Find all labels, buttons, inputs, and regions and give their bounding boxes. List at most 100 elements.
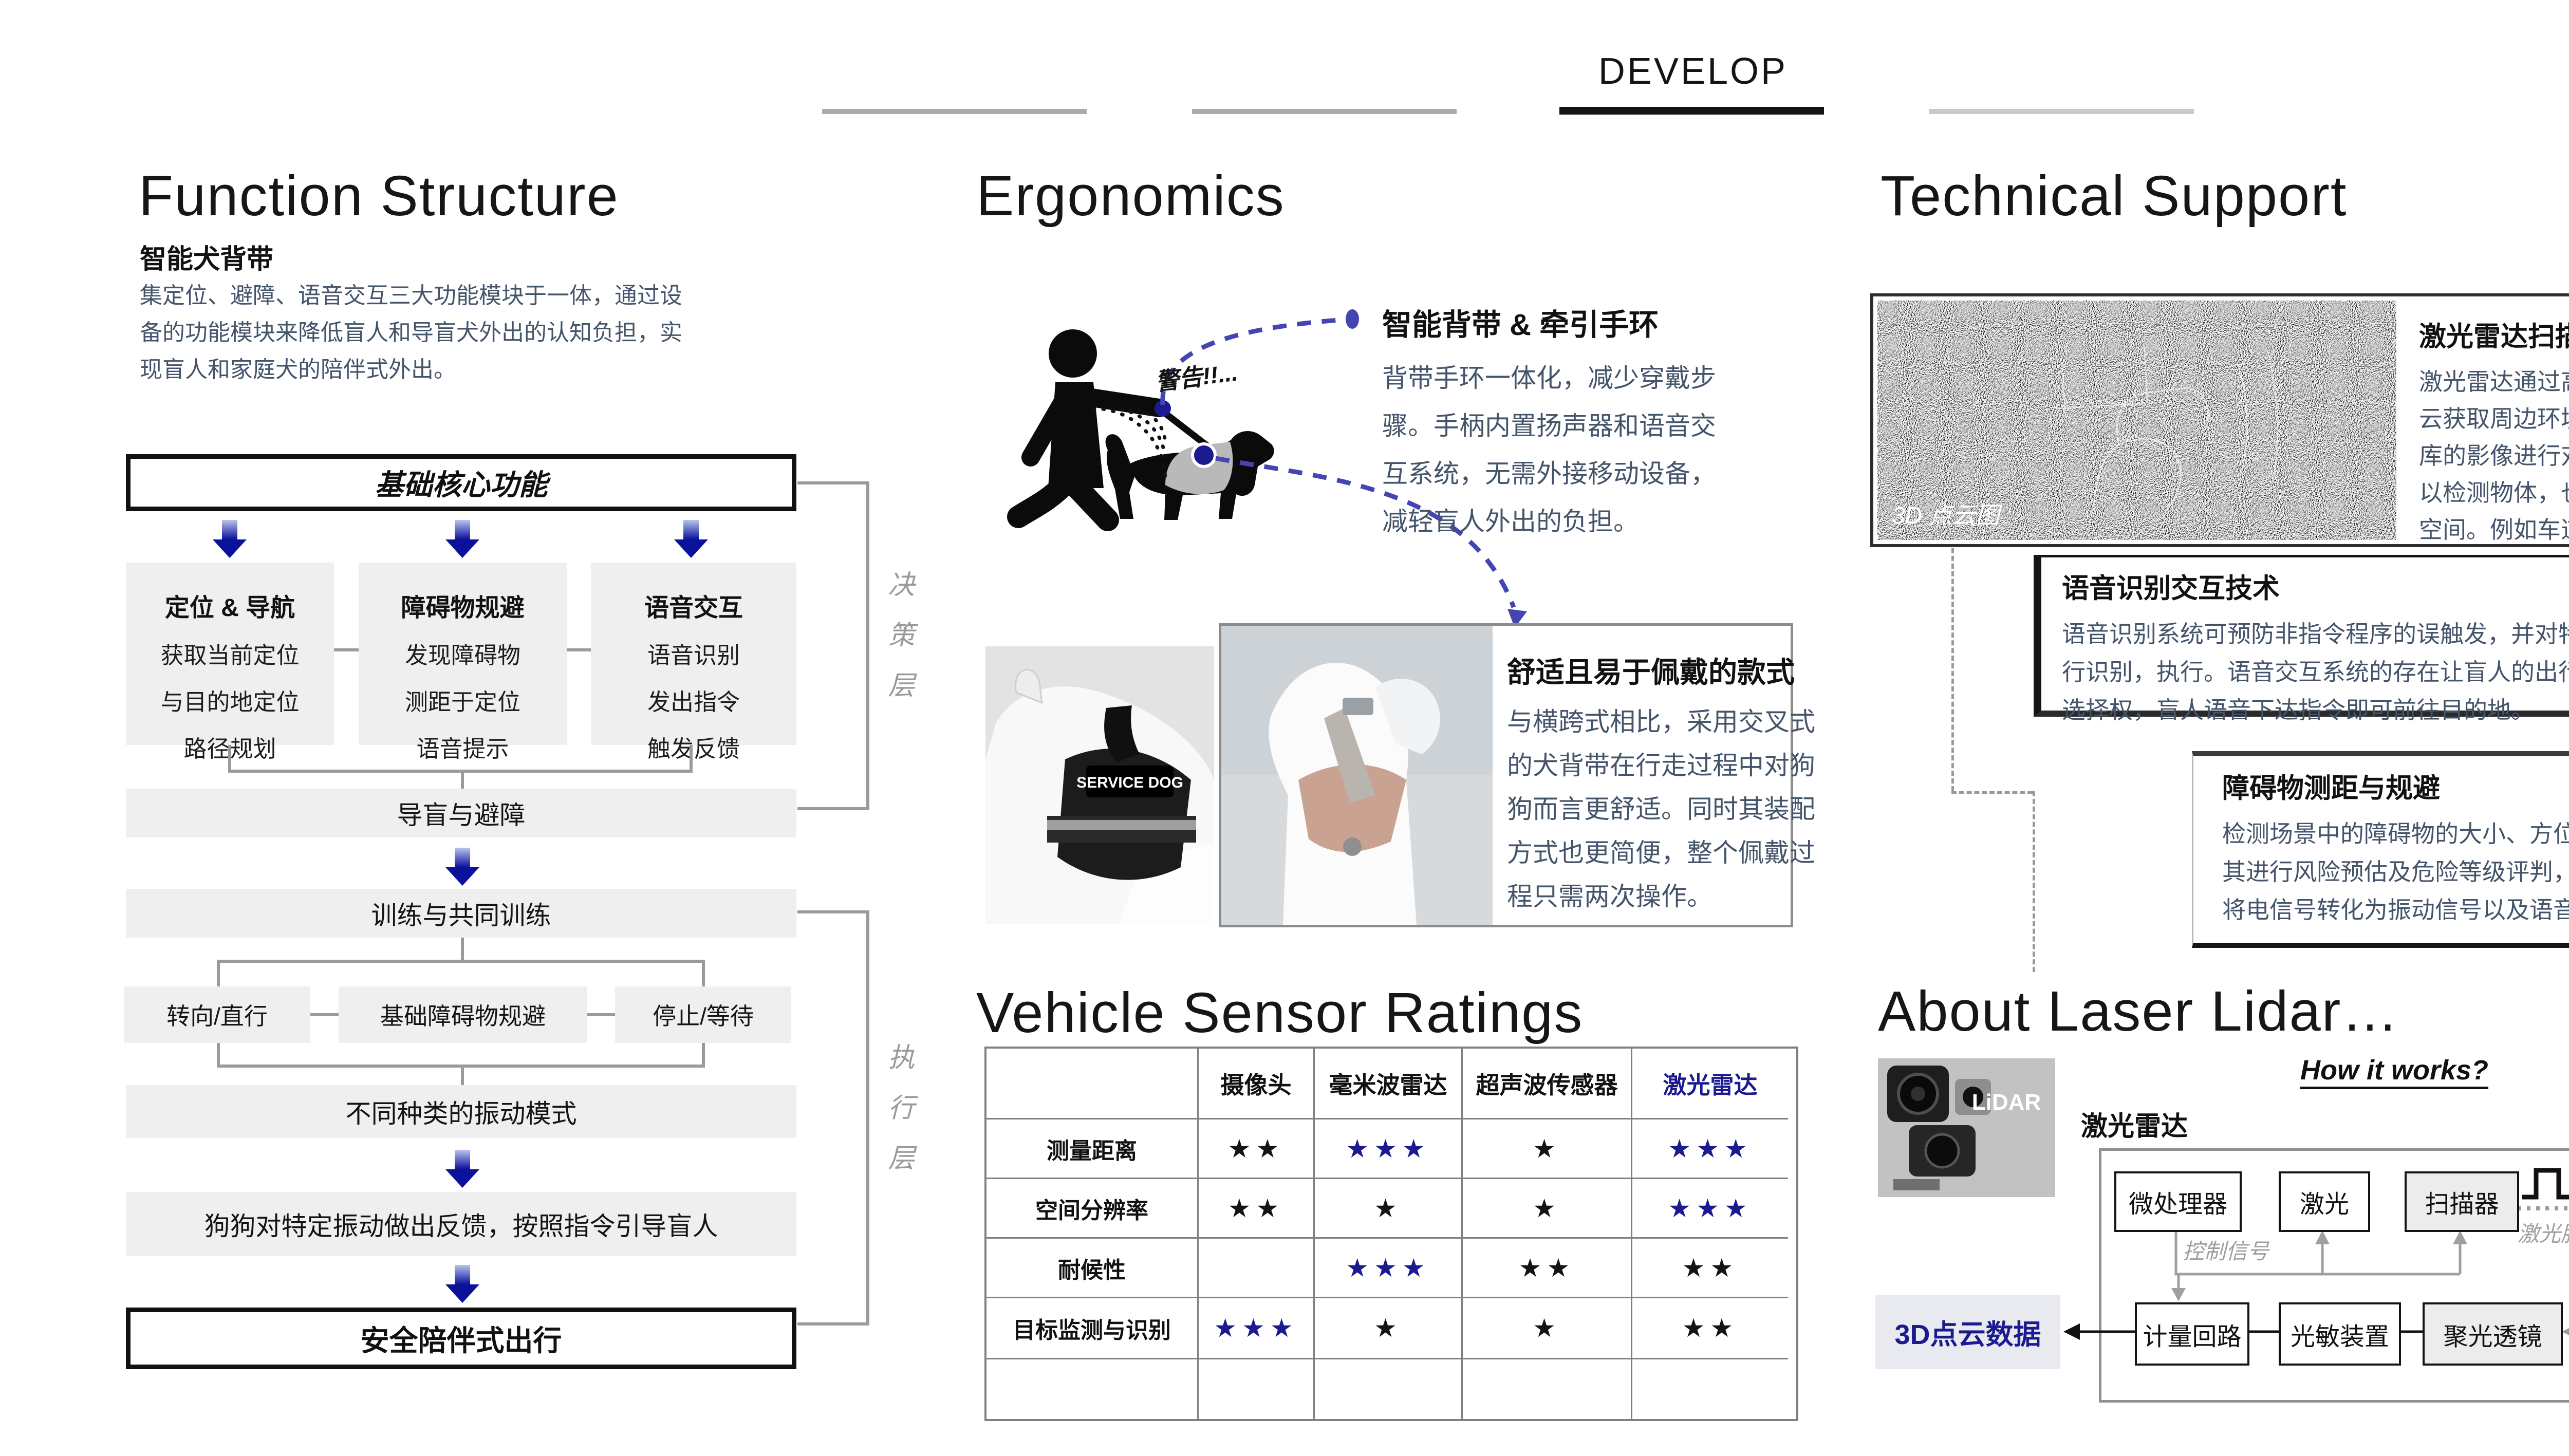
lidar-device-label: 激光雷达 [2081, 1112, 2188, 1142]
point-cloud-output-box: 3D点云数据 [1875, 1295, 2060, 1369]
table-rating-cell: ★★★ [1631, 1118, 1788, 1178]
down-arrow-icon [445, 1265, 479, 1303]
person-dog-pictogram [1007, 309, 1527, 628]
dashed-connector [2033, 791, 2035, 972]
point-cloud-caption: 3D 点云图 [1892, 502, 2000, 529]
down-arrow-icon [445, 1150, 479, 1188]
bar-vibration-modes: 不同种类的振动模式 [126, 1085, 796, 1138]
action-turn: 转向/直行 [124, 986, 310, 1043]
connector [461, 938, 464, 962]
obstacle-body: 检测场景中的障碍物的大小、方位、距离...对 其进行风险预估及危险等级评判，最终… [2222, 820, 2569, 923]
module-navigation: 定位 & 导航 获取当前定位 与目的地定位 路径规划 [126, 563, 334, 762]
table-empty-cell [1313, 1358, 1461, 1419]
table-empty-cell [1461, 1358, 1631, 1419]
action-basic-avoid: 基础障碍物规避 [339, 986, 587, 1043]
connector [228, 770, 693, 773]
bracket [797, 807, 869, 810]
table-row-label: 空间分辨率 [986, 1178, 1197, 1237]
bar-guide-avoid: 导盲与避障 [126, 789, 796, 837]
connector [690, 745, 693, 772]
service-dog-harness-photo: SERVICE DOG [985, 646, 1214, 924]
core-function-box: 基础核心功能 [126, 454, 796, 511]
connector [310, 1013, 339, 1016]
connector [702, 963, 705, 986]
table-header-cell: 超声波传感器 [1461, 1049, 1631, 1118]
table-rating-cell: ★ [1461, 1178, 1631, 1237]
dashed-connector [1951, 791, 2033, 794]
down-arrow-icon [213, 520, 247, 558]
table-rating-cell: ★★ [1197, 1178, 1313, 1237]
callout-title: 智能背带 & 牵引手环 [1382, 308, 1659, 342]
down-arrow-icon [674, 520, 708, 558]
table-rating-cell: ★★ [1461, 1237, 1631, 1297]
diagram-box-laser: 激光 [2279, 1171, 2370, 1232]
table-empty-cell [1197, 1358, 1313, 1419]
table-rating-cell: ★★ [1631, 1297, 1788, 1358]
obstacle-tech-box: 障碍物测距与规避 检测场景中的障碍物的大小、方位、距离...对 其进行风险预估及… [2192, 751, 2569, 948]
connector [217, 1065, 705, 1068]
table-row-label: 耐候性 [986, 1237, 1197, 1297]
bracket [797, 910, 869, 913]
table-rating-cell [1197, 1237, 1313, 1297]
control-signal-label: 控制信号 [2183, 1239, 2269, 1263]
table-row-label: 测量距离 [986, 1118, 1197, 1178]
product-heading: 智能犬背带 [140, 245, 274, 274]
laser-pulse-label: 激光脉冲 [2518, 1222, 2569, 1246]
step-line-develop [1559, 107, 1824, 115]
table-empty-cell [986, 1358, 1197, 1419]
sensor-ratings-table: 摄像头毫米波雷达超声波传感器激光雷达测量距离★★★★★★★★★空间分辨率★★★★… [984, 1047, 1798, 1421]
ergonomics-title: Ergonomics [976, 164, 1285, 228]
callout-body: 背带手环一体化，减少穿戴步 骤。手柄内置扬声器和语音交 互系统，无需外接移动设备… [1382, 364, 1716, 536]
table-rating-cell: ★★★ [1313, 1118, 1461, 1178]
dashed-connector [1951, 548, 1954, 791]
layer-execution-label: 执行层 [884, 1043, 914, 1194]
down-arrow-icon [445, 520, 479, 558]
connector [228, 745, 231, 772]
action-stop: 停止/等待 [615, 986, 791, 1043]
final-goal-box: 安全陪伴式出行 [126, 1308, 796, 1369]
table-header-cell: 摄像头 [1197, 1049, 1313, 1118]
bracket [797, 1322, 869, 1326]
connector [217, 1043, 220, 1067]
table-rating-cell: ★★★ [1631, 1178, 1788, 1237]
voice-tech-box: 语音识别交互技术 语音识别系统可预防非指令程序的误触发，并对特殊指令进 行识别，… [2034, 555, 2569, 723]
connector [567, 648, 591, 651]
module-obstacle: 障碍物规避 发现障碍物 测距于定位 语音提示 [359, 563, 567, 762]
bar-training: 训练与共同训练 [126, 889, 796, 938]
layer-decision-label: 决策层 [884, 570, 914, 721]
bar-dog-feedback: 狗狗对特定振动做出反馈，按照指令引导盲人 [126, 1192, 796, 1256]
table-rating-cell: ★ [1461, 1118, 1631, 1178]
how-it-works: How it works? [2300, 1055, 2489, 1086]
connector [587, 1013, 615, 1016]
step-line-1 [822, 109, 1087, 114]
down-arrow-icon [445, 848, 479, 886]
connector [461, 773, 464, 789]
table-rating-cell: ★ [1461, 1297, 1631, 1358]
table-rating-cell: ★★★ [1197, 1297, 1313, 1358]
lidar-module-photo: LiDAR [1878, 1058, 2055, 1197]
technical-support-title: Technical Support [1881, 164, 2348, 228]
lidar-imaging-heading: 激光雷达扫描成像技术 [2419, 322, 2569, 352]
connector [461, 1068, 464, 1085]
lidar-imaging-body: 激光雷达通过高精度3D点阵 云获取周边环境信息，与数据 库的影像进行对比分析，既… [2419, 368, 2569, 580]
wrist-dot [1155, 400, 1171, 417]
module-voice: 语音交互 语音识别 发出指令 触发反馈 [591, 563, 796, 762]
cross-harness-photo [1221, 626, 1493, 925]
diagram-box-mcu: 微处理器 [2114, 1171, 2242, 1232]
diagram-box-photodetector: 光敏装置 [2279, 1302, 2401, 1366]
table-rating-cell: ★★ [1197, 1118, 1313, 1178]
product-intro: 集定位、避障、语音交互三大功能模块于一体，通过设 备的功能模块来降低盲人和导盲犬… [140, 283, 682, 382]
voice-body: 语音识别系统可预防非指令程序的误触发，并对特殊指令进 行识别，执行。语音交互系统… [2062, 621, 2569, 723]
table-header-cell: 毫米波雷达 [1313, 1049, 1461, 1118]
comfort-body: 与横跨式相比，采用交叉式 的犬背带在行走过程中对狗 狗而言更舒适。同时其装配 方… [1507, 707, 1815, 911]
bracket [797, 481, 869, 484]
diagram-box-lens: 聚光透镜 [2423, 1302, 2563, 1366]
function-structure-title: Function Structure [139, 164, 619, 228]
step-line-4 [1929, 109, 2194, 114]
point-cloud-image: 3D 点云图 [1877, 301, 2396, 540]
diagram-box-scanner: 扫描器 [2405, 1171, 2519, 1232]
connector [702, 1043, 705, 1067]
lidar-photo-label: LiDAR [1972, 1090, 2041, 1115]
obstacle-heading: 障碍物测距与规避 [2222, 773, 2440, 804]
